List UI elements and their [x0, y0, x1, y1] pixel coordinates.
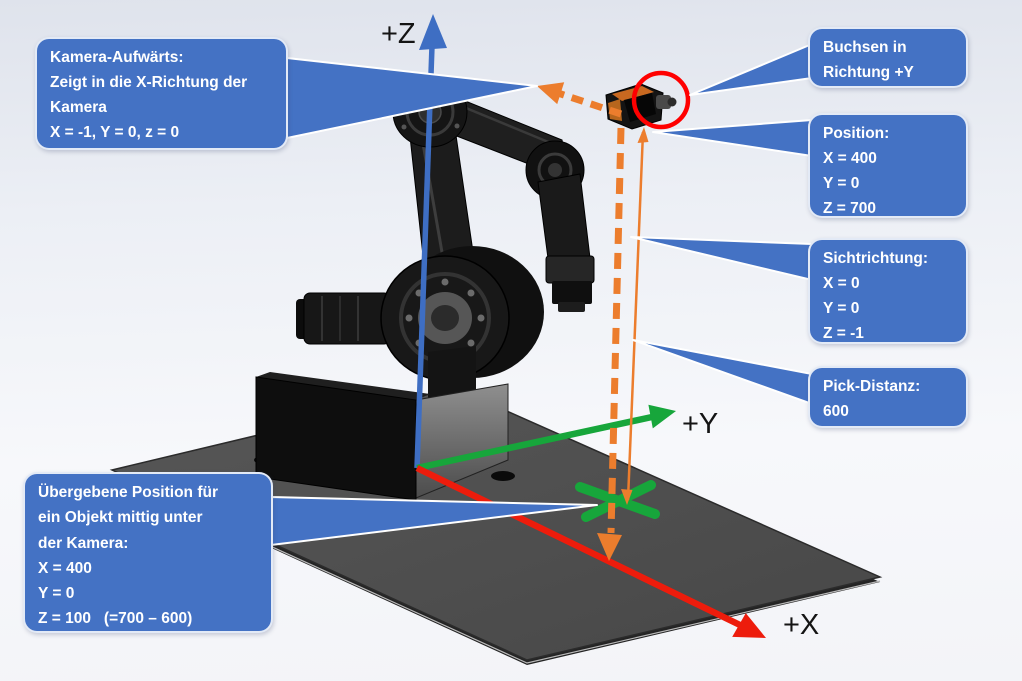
callout-text: der Kamera: [38, 534, 129, 552]
axis-label-x: +X [783, 609, 819, 641]
callout-text: Y = 0 [823, 175, 860, 192]
callout-text: Richtung +Y [823, 64, 914, 81]
callout-text: Position: [823, 125, 890, 142]
tail-sichtrichtung [630, 236, 813, 281]
camera-unit [605, 70, 691, 130]
callout-uebergebene-position: Übergebene Position für ein Objekt mitti… [23, 472, 273, 633]
object-position-x-marker [575, 480, 660, 522]
callout-text: Kamera [50, 99, 107, 116]
callout-text: Z = 100 (=700 – 600) [38, 610, 193, 628]
callout-kamera-aufwaerts: Kamera-Aufwärts: Zeigt in die X-Richtung… [35, 37, 288, 150]
axis-y [416, 404, 676, 472]
camera-connector-highlight-circle [631, 70, 691, 130]
tail-buchsen [689, 43, 813, 96]
tail-position [652, 119, 813, 157]
callout-text: Übergebene Position für [38, 484, 218, 501]
callout-text: X = 400 [38, 559, 92, 577]
callout-text: Z = 700 [823, 200, 876, 217]
callout-text: Z = -1 [823, 325, 864, 342]
camera-up-direction-arrow [537, 82, 623, 118]
callout-buchsen: Buchsen in Richtung +Y [808, 27, 968, 88]
camera-connector [656, 95, 671, 109]
callout-text: ein Objekt mittig unter [38, 509, 203, 527]
callout-text: Y = 0 [38, 585, 75, 603]
callout-text: Pick-Distanz: [823, 378, 921, 395]
tail-pick-distanz [632, 339, 813, 405]
pick-distance-measure-line [621, 127, 649, 505]
callout-text: 600 [823, 403, 849, 420]
callout-text: X = -1, Y = 0, z = 0 [50, 124, 180, 141]
callout-text: Zeigt in die X-Richtung der [50, 74, 248, 91]
axis-x [415, 465, 766, 638]
callout-text: X = 400 [823, 150, 877, 167]
callout-text: Buchsen in [823, 39, 907, 56]
callout-pick-distanz: Pick-Distanz: 600 [808, 366, 968, 428]
callout-position: Position: X = 400 Y = 0 Z = 700 [808, 113, 968, 218]
axis-label-z: +Z [381, 18, 416, 50]
callout-text: X = 0 [823, 275, 860, 292]
view-direction-dashed-arrow [597, 127, 625, 561]
callout-text: Sichtrichtung: [823, 250, 929, 267]
callout-text: Y = 0 [823, 300, 860, 317]
axis-z [414, 14, 447, 469]
axis-label-y: +Y [682, 408, 718, 440]
mount-hole [491, 471, 515, 481]
callout-sichtrichtung: Sichtrichtung: X = 0 Y = 0 Z = -1 [808, 238, 968, 344]
callout-text: Kamera-Aufwärts: [50, 49, 184, 66]
